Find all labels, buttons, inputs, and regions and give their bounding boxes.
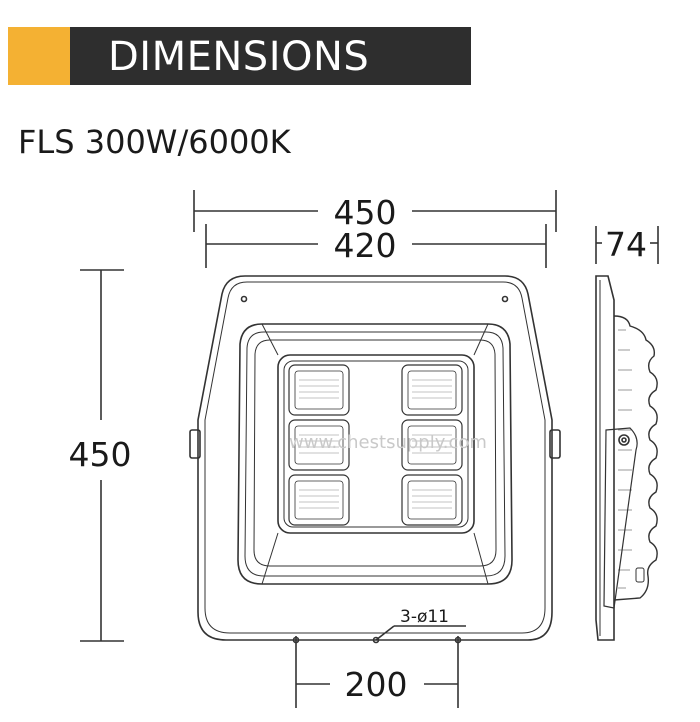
mount-spacing-200-dimension xyxy=(295,636,459,708)
depth-74-label: 74 xyxy=(605,225,647,264)
floodlight-side-view xyxy=(595,275,658,641)
section-title: DIMENSIONS xyxy=(108,34,370,80)
led-module-grid xyxy=(288,364,463,526)
width-420-dimension xyxy=(205,224,547,268)
width-450-label: 450 xyxy=(334,193,397,232)
height-450-label: 450 xyxy=(69,435,132,474)
watermark-text: www.chestsupply.com xyxy=(289,432,487,453)
mount-spacing-200-label: 200 xyxy=(345,665,408,704)
header-dark-bar: DIMENSIONS xyxy=(70,27,471,85)
height-450-dimension xyxy=(80,269,124,642)
section-header: DIMENSIONS xyxy=(8,27,471,85)
width-450-dimension xyxy=(193,190,557,232)
floodlight-front-view xyxy=(189,275,561,644)
header-accent-block xyxy=(8,27,70,85)
model-label: FLS 300W/6000K xyxy=(18,123,291,161)
depth-74-dimension xyxy=(595,226,659,264)
hole-callout-label: 3-ø11 xyxy=(400,607,449,627)
width-420-label: 420 xyxy=(334,226,397,265)
